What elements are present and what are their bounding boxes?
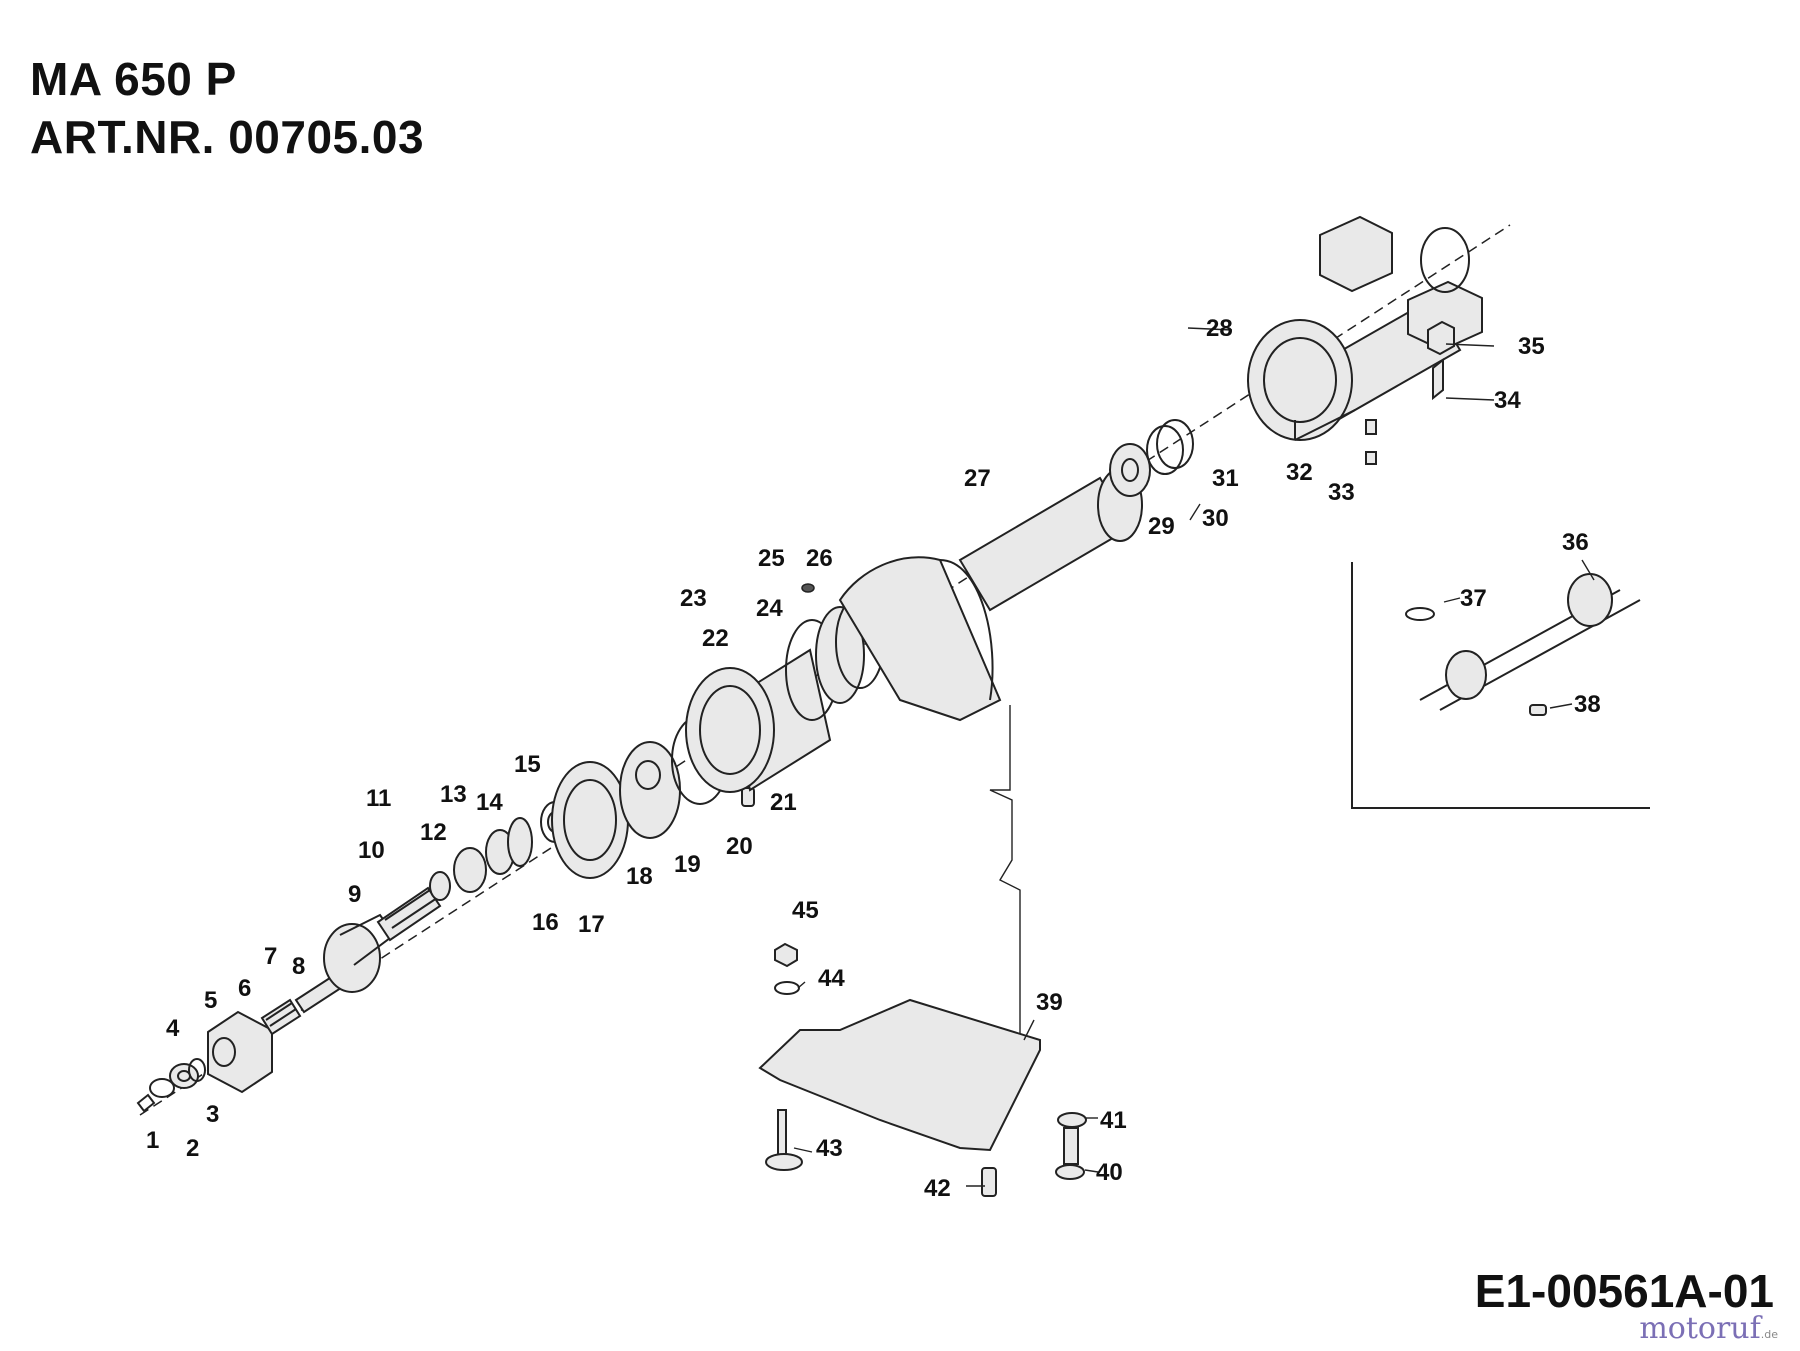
callout-4: 4 (166, 1015, 180, 1042)
callout-38: 38 (1574, 691, 1601, 718)
callout-22: 22 (702, 625, 729, 652)
callout-35: 35 (1518, 333, 1545, 360)
callout-25: 25 (758, 545, 785, 572)
part-29-bearing (1109, 443, 1151, 497)
callout-19: 19 (674, 851, 701, 878)
part-28-tube-housing (1247, 215, 1483, 441)
callout-12: 12 (420, 819, 447, 846)
callout-36: 36 (1562, 529, 1589, 556)
callout-23: 23 (680, 585, 707, 612)
part-32-33-34-35-fasteners (1294, 320, 1455, 465)
part-17-housing-ring (551, 761, 629, 879)
callout-33: 33 (1328, 479, 1355, 506)
callout-17: 17 (578, 911, 605, 938)
callout-9: 9 (348, 881, 361, 908)
callout-29: 29 (1148, 513, 1175, 540)
callout-32: 32 (1286, 459, 1313, 486)
callout-34: 34 (1494, 387, 1521, 414)
part-45-44-nut-washer (774, 942, 800, 995)
callout-11: 11 (366, 785, 391, 812)
watermark: motoruf.de (1639, 1314, 1778, 1344)
callout-15: 15 (514, 751, 541, 778)
callout-1: 1 (146, 1127, 159, 1154)
callout-44: 44 (818, 965, 845, 992)
part-41-40-washer-bolt (1055, 1112, 1087, 1180)
part-4-ring (188, 1058, 206, 1082)
callout-6: 6 (238, 975, 251, 1002)
part-11-12-bushing (429, 847, 487, 901)
part-39-mounting-plate (758, 998, 1041, 1152)
callout-10: 10 (358, 837, 385, 864)
inset-universal-joint (1351, 562, 1650, 809)
article-number: ART.NR. 00705.03 (30, 111, 425, 163)
callout-7: 7 (264, 943, 277, 970)
callout-14: 14 (476, 789, 503, 816)
part-10-spline (376, 886, 442, 942)
callout-5: 5 (204, 987, 217, 1014)
part-21-drum (685, 648, 832, 793)
callout-45: 45 (792, 897, 819, 924)
callout-27: 27 (964, 465, 991, 492)
callout-39: 39 (1036, 989, 1063, 1016)
part-1-screw (136, 1093, 156, 1113)
callout-40: 40 (1096, 1159, 1123, 1186)
callout-13: 13 (440, 781, 467, 808)
part-3-nut (169, 1063, 199, 1089)
part-30-31-circlips (1146, 419, 1194, 475)
leader-lines (793, 327, 1595, 1187)
part-20-pin (741, 787, 755, 807)
part-6-spline-shaft (260, 998, 302, 1036)
diagram-code: E1-00561A-01 (1474, 1265, 1774, 1317)
callout-8: 8 (292, 953, 305, 980)
callout-42: 42 (924, 1175, 951, 1202)
watermark-suffix: .de (1760, 1328, 1778, 1341)
part-43-bolt (765, 1109, 803, 1171)
callout-21: 21 (770, 789, 797, 816)
callout-3: 3 (206, 1101, 219, 1128)
part-5-block (207, 1010, 273, 1094)
mount-leader-line (989, 705, 1021, 1050)
part-27-gearbox-housing (838, 468, 1143, 722)
callout-31: 31 (1212, 465, 1239, 492)
callout-16: 16 (532, 909, 559, 936)
callout-37: 37 (1460, 585, 1487, 612)
part-18-carrier (619, 741, 681, 839)
model-title: MA 650 P (30, 53, 237, 105)
callout-labels: 1 2 3 4 5 6 7 8 9 10 11 12 13 14 15 16 1… (146, 315, 1601, 1202)
watermark-main: motoruf (1639, 1311, 1761, 1346)
callout-43: 43 (816, 1135, 843, 1162)
part-42-pin (981, 1167, 997, 1197)
part-13-14-gear (485, 817, 533, 875)
part-2-washer (149, 1078, 175, 1098)
callout-28: 28 (1206, 315, 1233, 342)
callout-20: 20 (726, 833, 753, 860)
part-25-26-bolt (801, 583, 815, 593)
callout-2: 2 (186, 1135, 199, 1162)
callout-41: 41 (1100, 1107, 1127, 1134)
callout-30: 30 (1202, 505, 1229, 532)
callout-26: 26 (806, 545, 833, 572)
callout-18: 18 (626, 863, 653, 890)
callout-24: 24 (756, 595, 783, 622)
